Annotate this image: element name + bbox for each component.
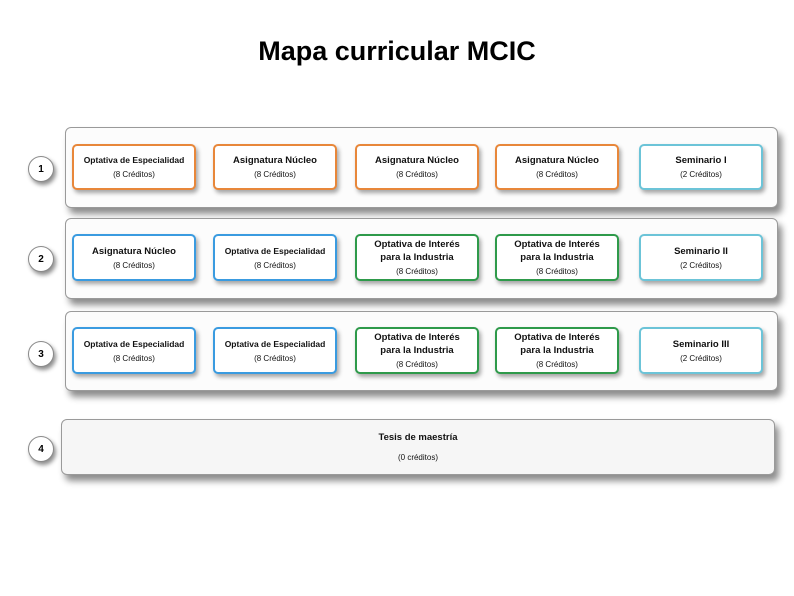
course-credits: (8 Créditos) [254, 260, 296, 270]
course-credits: (2 Créditos) [680, 170, 722, 179]
course-card: Optativa de Interés para la Industria (8… [355, 327, 479, 374]
course-card: Optativa de Especialidad (8 Créditos) [213, 234, 337, 281]
course-name: Seminario I [675, 155, 727, 166]
semester-1-row: Optativa de Especialidad (8 Créditos) As… [65, 127, 778, 208]
course-name: Optativa de Interés para la Industria [374, 332, 460, 356]
course-credits: (8 Créditos) [254, 353, 296, 363]
course-card: Asignatura Núcleo (8 Créditos) [72, 234, 196, 281]
semester-4-badge: 4 [28, 436, 54, 462]
course-name: Optativa de Interés para la Industria [514, 332, 600, 356]
course-name: Seminario II [674, 245, 728, 257]
course-credits: (8 Créditos) [396, 170, 438, 179]
semester-3-badge: 3 [28, 341, 54, 367]
course-name: Asignatura Núcleo [375, 155, 459, 166]
course-credits: (2 Créditos) [680, 260, 722, 270]
course-name: Optativa de Especialidad [83, 338, 185, 349]
course-credits: (2 Créditos) [680, 353, 722, 363]
course-card: Optativa de Interés para la Industria (8… [495, 234, 619, 281]
course-credits: (8 Créditos) [113, 260, 155, 270]
semester-2-row: Asignatura Núcleo (8 Créditos) Optativa … [65, 218, 778, 299]
course-name: Asignatura Núcleo [515, 155, 599, 166]
course-card: Optativa de Especialidad (8 Créditos) [213, 327, 337, 374]
course-name: Asignatura Núcleo [92, 245, 176, 257]
semester-2-badge: 2 [28, 246, 54, 272]
course-name: Optativa de Especialidad [224, 245, 326, 256]
semester-1-badge: 1 [28, 156, 54, 182]
thesis-name: Tesis de maestría [378, 432, 458, 443]
course-name: Optativa de Especialidad [224, 338, 326, 349]
course-credits: (8 Créditos) [536, 267, 578, 276]
course-card: Seminario I (2 Créditos) [639, 144, 763, 190]
course-card: Seminario II (2 Créditos) [639, 234, 763, 281]
course-card: Asignatura Núcleo (8 Créditos) [213, 144, 337, 190]
thesis-row: Tesis de maestría (0 créditos) [61, 419, 775, 475]
page-title: Mapa curricular MCIC [258, 36, 536, 66]
course-name: Asignatura Núcleo [233, 155, 317, 166]
course-card: Optativa de Interés para la Industria (8… [355, 234, 479, 281]
course-card: Optativa de Interés para la Industria (8… [495, 327, 619, 374]
semester-3-row: Optativa de Especialidad (8 Créditos) Op… [65, 311, 778, 391]
course-credits: (8 Créditos) [536, 170, 578, 179]
course-credits: (8 Créditos) [113, 353, 155, 363]
course-name: Seminario III [672, 338, 730, 350]
thesis-credits: (0 créditos) [397, 453, 438, 462]
course-credits: (8 Créditos) [396, 267, 438, 276]
course-credits: (8 Créditos) [254, 170, 296, 179]
course-name: Optativa de Interés para la Industria [514, 239, 600, 263]
course-name: Optativa de Especialidad [83, 155, 185, 165]
course-credits: (8 Créditos) [113, 170, 155, 179]
course-name: Optativa de Interés para la Industria [374, 239, 460, 263]
course-credits: (8 Créditos) [396, 360, 438, 369]
course-card: Asignatura Núcleo (8 Créditos) [355, 144, 479, 190]
course-credits: (8 Créditos) [536, 360, 578, 369]
course-card: Asignatura Núcleo (8 Créditos) [495, 144, 619, 190]
course-card: Seminario III (2 Créditos) [639, 327, 763, 374]
course-card: Optativa de Especialidad (8 Créditos) [72, 327, 196, 374]
course-card: Optativa de Especialidad (8 Créditos) [72, 144, 196, 190]
